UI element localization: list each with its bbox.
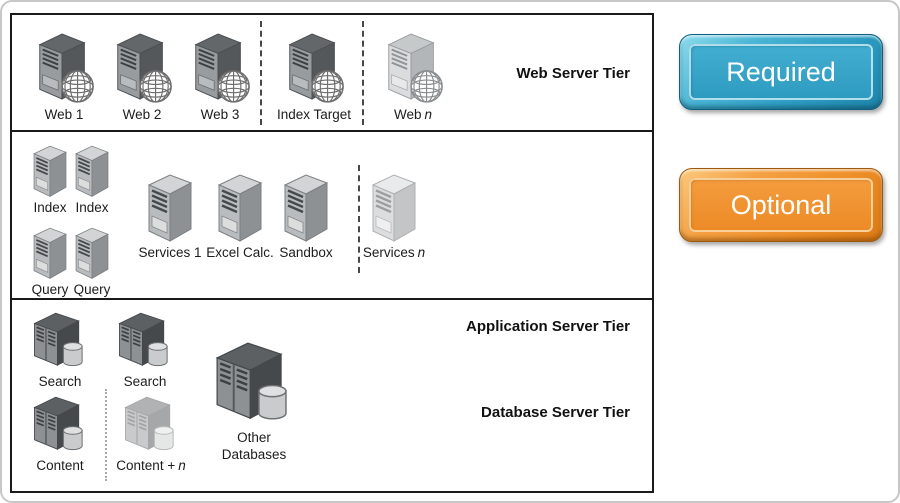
- server-excel-calc: Excel Calc.: [195, 171, 285, 260]
- server-label: Sandbox: [279, 245, 333, 260]
- tier-divider: [12, 298, 652, 300]
- web-server-globe-icon: [32, 29, 96, 105]
- databases-server-icon: [212, 337, 296, 428]
- server-label: Services 1: [138, 245, 202, 260]
- scale-out-divider: [358, 165, 360, 273]
- server-label: Search: [123, 374, 167, 389]
- database-server-icon: [31, 309, 89, 372]
- required-badge-label: Required: [689, 44, 873, 100]
- server-label: Index Target: [276, 107, 352, 122]
- application-tier-title: Application Server Tier: [466, 318, 630, 335]
- server-web-1: Web 1: [24, 29, 104, 122]
- application-server-tier: Index Index Query Query Services 1 Excel…: [12, 132, 652, 335]
- database-tier-title: Database Server Tier: [481, 404, 630, 421]
- database-server-tier: Search Search Content Content +n Other D…: [12, 300, 652, 491]
- web-server-globe-icon-light: [381, 29, 445, 105]
- scale-out-divider-dotted: [105, 389, 107, 481]
- tower-server-icon: [31, 143, 69, 198]
- server-query-2: Query: [70, 225, 114, 297]
- web-server-globe-icon: [188, 29, 252, 105]
- tier-divider: [12, 130, 652, 132]
- server-label: Web 1: [44, 107, 84, 122]
- web-server-globe-icon: [282, 29, 346, 105]
- server-label: Content: [36, 458, 84, 473]
- server-label: Web 2: [122, 107, 162, 122]
- tower-server-icon: [31, 225, 69, 280]
- web-server-globe-icon: [110, 29, 174, 105]
- server-search-2: Search: [105, 309, 185, 389]
- server-content-n: Content +n: [109, 393, 193, 473]
- server-label: Excel Calc.: [206, 245, 274, 260]
- tower-server-icon-light: [369, 171, 419, 243]
- tower-server-icon: [215, 171, 265, 243]
- server-search-1: Search: [20, 309, 100, 389]
- server-index-target: Index Target: [264, 29, 364, 122]
- server-label: Web 3: [200, 107, 240, 122]
- optional-badge[interactable]: Optional: [679, 168, 883, 242]
- server-label: Index: [33, 200, 67, 215]
- server-label: Search: [38, 374, 82, 389]
- server-label: Content +n: [116, 458, 186, 473]
- tower-server-icon: [73, 225, 111, 280]
- server-label: Query: [73, 282, 111, 297]
- required-badge[interactable]: Required: [679, 34, 883, 110]
- web-tier-title: Web Server Tier: [516, 65, 630, 82]
- server-services-1: Services 1: [125, 171, 215, 260]
- database-server-icon-ghost: [122, 393, 180, 456]
- server-label: Other Databases: [221, 430, 287, 462]
- server-query-1: Query: [28, 225, 72, 297]
- database-server-icon: [116, 309, 174, 372]
- server-index-1: Index: [28, 143, 72, 215]
- optional-badge-label: Optional: [689, 178, 873, 232]
- database-server-icon: [31, 393, 89, 456]
- tower-server-icon: [281, 171, 331, 243]
- scale-out-divider: [362, 21, 364, 125]
- scale-out-divider: [260, 21, 262, 125]
- server-index-2: Index: [70, 143, 114, 215]
- server-content: Content: [20, 393, 100, 473]
- server-web-2: Web 2: [102, 29, 182, 122]
- server-web-3: Web 3: [180, 29, 260, 122]
- tower-server-icon: [73, 143, 111, 198]
- tower-server-icon: [145, 171, 195, 243]
- server-sandbox: Sandbox: [261, 171, 351, 260]
- server-label: Index: [75, 200, 109, 215]
- server-label: Query: [31, 282, 69, 297]
- server-other-databases: Other Databases: [200, 337, 308, 464]
